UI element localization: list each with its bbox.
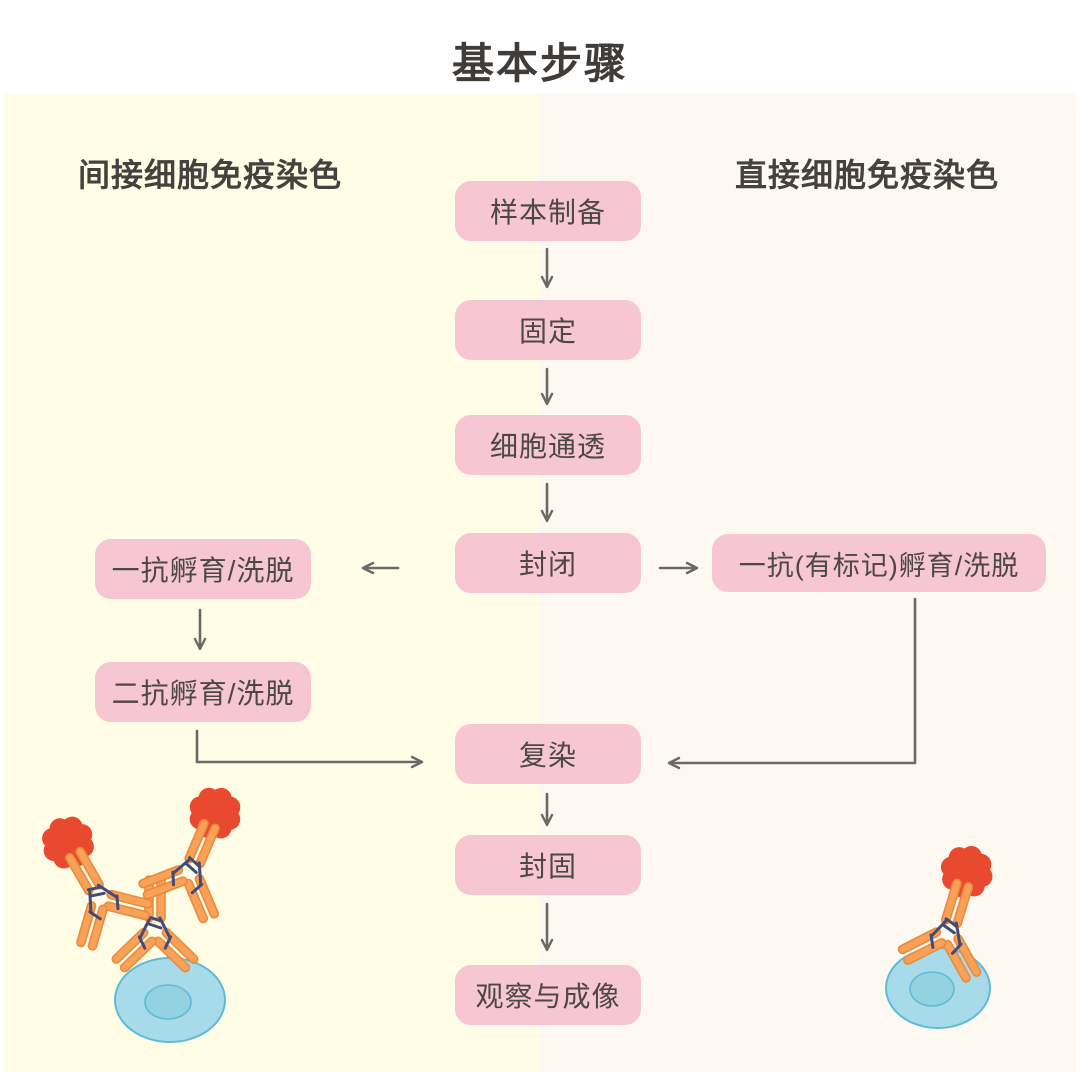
- step-box-permeabilization: 细胞通透: [455, 415, 641, 475]
- step-box-fixation: 固定: [455, 300, 641, 360]
- step-box-primary-antibody: 一抗孵育/洗脱: [95, 539, 311, 599]
- indirect-staining-illustration: [16, 771, 266, 1043]
- arrow-labeled-primary-to-counterstain-icon: [667, 597, 917, 770]
- step-box-secondary-antibody: 二抗孵育/洗脱: [95, 662, 311, 722]
- direct-staining-illustration: [885, 833, 1017, 1029]
- step-box-mounting: 封固: [455, 835, 641, 895]
- direct-staining-header: 直接细胞免疫染色: [735, 157, 1000, 193]
- step-box-counterstain: 复染: [455, 724, 641, 784]
- nucleus-icon: [144, 984, 192, 1020]
- step-box-labeled-primary-antibody: 一抗(有标记)孵育/洗脱: [712, 534, 1046, 592]
- page-title: 基本步骤: [451, 40, 628, 87]
- indirect-staining-header: 间接细胞免疫染色: [78, 157, 343, 193]
- arrow-secondary-to-counterstain-icon: [195, 729, 424, 769]
- nucleus-icon: [909, 971, 955, 1007]
- step-box-blocking: 封闭: [455, 533, 641, 593]
- step-box-observation-imaging: 观察与成像: [455, 965, 641, 1025]
- step-box-sample-preparation: 样本制备: [455, 181, 641, 241]
